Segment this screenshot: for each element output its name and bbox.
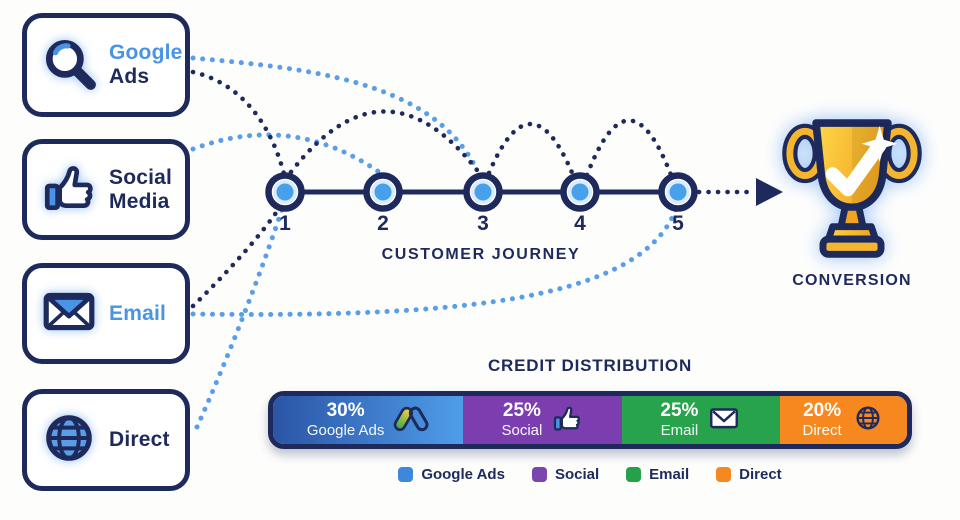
- channel-box-social-media: Social Media: [22, 139, 190, 240]
- legend-item-direct: Direct: [716, 466, 782, 483]
- channel-label-line1: Direct: [109, 428, 170, 452]
- credit-legend: Google Ads Social Email Direct: [268, 466, 912, 483]
- wire-direct-to-step1: [194, 203, 286, 430]
- legend-swatch-direct: [716, 467, 732, 482]
- trophy-icon: [782, 112, 922, 264]
- channel-label-line1: Email: [109, 301, 167, 325]
- globe-icon: [40, 409, 98, 472]
- legend-label: Social: [554, 466, 600, 483]
- credit-segment-social: 25% Social: [463, 396, 622, 444]
- segment-label: Social: [501, 422, 543, 440]
- wire-google-to-step3: [190, 55, 480, 173]
- journey-node-4: [560, 172, 600, 212]
- legend-item-email: Email: [626, 466, 689, 483]
- legend-item-social: Social: [531, 466, 600, 483]
- google-ads-logo-icon: [393, 400, 429, 441]
- segment-percent: 25%: [502, 400, 541, 422]
- credit-segment-direct: 20% Direct: [780, 396, 907, 444]
- thumbs-up-icon: [551, 402, 583, 439]
- segment-label: Direct: [802, 422, 842, 440]
- journey-node-1: [265, 172, 305, 212]
- channel-label: Direct: [109, 428, 170, 452]
- thumbs-up-icon: [40, 158, 98, 221]
- channel-box-direct: Direct: [22, 389, 190, 491]
- globe-icon: [851, 401, 885, 440]
- segment-text: 20% Direct: [803, 400, 842, 439]
- journey-step-5: 5: [672, 212, 684, 235]
- legend-swatch-email: [626, 467, 642, 482]
- journey-step-4: 4: [574, 212, 586, 235]
- channel-box-google-ads: Google Ads: [22, 13, 190, 117]
- journey-step-3: 3: [477, 212, 489, 235]
- segment-text: 30% Google Ads: [307, 400, 385, 439]
- channel-label: Social Media: [109, 166, 172, 213]
- channel-label-line2: Ads: [109, 65, 150, 88]
- journey-nodes: [265, 172, 698, 212]
- journey-node-5: [658, 172, 698, 212]
- channel-box-email: Email: [22, 263, 190, 364]
- credit-segment-google-ads: 30% Google Ads: [273, 396, 464, 444]
- legend-item-google-ads: Google Ads: [398, 466, 505, 483]
- credit-segment-email: 25% Email: [621, 396, 781, 444]
- legend-label: Direct: [739, 466, 782, 483]
- conversion-label: CONVERSION: [792, 272, 912, 289]
- channel-label-line1: Google: [109, 41, 183, 65]
- legend-swatch-google-ads: [398, 467, 414, 482]
- envelope-icon: [707, 401, 741, 440]
- arc-step3-step4: [486, 121, 576, 178]
- arc-step1-step3: [288, 109, 480, 175]
- segment-label: Email: [660, 422, 699, 440]
- segment-text: 25% Social: [502, 400, 543, 439]
- legend-label: Email: [649, 466, 690, 483]
- journey-node-3: [463, 172, 503, 212]
- arrow-head-icon: [756, 178, 783, 206]
- segment-label: Google Ads: [306, 422, 385, 440]
- search-icon: [40, 34, 98, 97]
- channel-label-line1: Social: [109, 165, 173, 189]
- wire-email-to-step1: [190, 201, 285, 309]
- segment-percent: 25%: [660, 400, 699, 422]
- wire-google-to-step1: [190, 69, 287, 177]
- customer-journey-label: CUSTOMER JOURNEY: [381, 246, 581, 263]
- journey-step-2: 2: [377, 212, 389, 235]
- credit-distribution-title: CREDIT DISTRIBUTION: [487, 356, 693, 375]
- envelope-icon: [40, 282, 98, 345]
- credit-distribution-bar: 30% Google Ads 25% Social: [268, 391, 912, 449]
- arc-step4-step5: [584, 118, 674, 178]
- channel-label: Email: [109, 302, 166, 326]
- segment-text: 25% Email: [660, 400, 698, 439]
- segment-percent: 20%: [803, 400, 842, 422]
- wire-email-to-step5: [190, 206, 679, 317]
- legend-swatch-social: [531, 467, 547, 482]
- wire-social-to-step2: [190, 132, 382, 175]
- segment-percent: 30%: [326, 400, 365, 422]
- channel-label: Google Ads: [109, 41, 183, 88]
- channel-label-line2: Media: [109, 189, 170, 213]
- journey-node-2: [363, 172, 403, 212]
- legend-label: Google Ads: [421, 466, 505, 483]
- journey-step-1: 1: [279, 212, 291, 235]
